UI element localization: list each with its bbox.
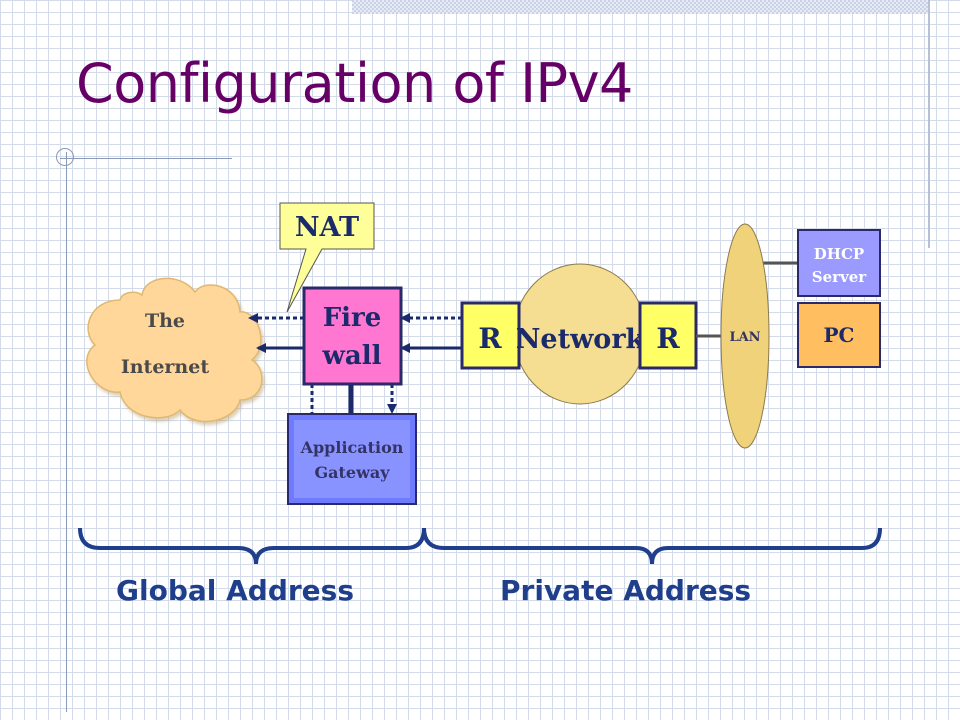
lan-label: LAN: [729, 330, 760, 345]
right-decoration-line: [928, 0, 930, 248]
slide-title: Configuration of IPv4: [76, 52, 633, 115]
pc-label: PC: [824, 323, 855, 347]
private-address-brace: [422, 527, 882, 565]
internet-cloud: [86, 277, 263, 423]
private-address-label: Private Address: [500, 574, 752, 607]
nat-callout: [279, 202, 375, 313]
dhcp-label-line1: DHCP: [814, 245, 864, 263]
frame-line-horizontal: [60, 158, 232, 159]
frame-corner-circle: [56, 148, 74, 166]
lan-segment: [720, 223, 770, 449]
network-label: Network: [516, 324, 646, 355]
router-left-label: R: [478, 322, 502, 355]
router-right-label: R: [656, 322, 680, 355]
internet-label-line1: The: [145, 310, 185, 332]
frame-line-vertical: [66, 152, 67, 712]
gateway-label-line2: Gateway: [314, 463, 390, 482]
firewall-label-line1: Fire: [323, 303, 382, 333]
internet-label-line2: Internet: [121, 356, 209, 378]
nat-label: NAT: [295, 212, 359, 243]
firewall-label-line2: wall: [322, 341, 382, 371]
router-right-box: [638, 301, 698, 370]
pc-box: [797, 302, 881, 368]
global-address-label: Global Address: [116, 574, 354, 607]
router-left-box: [460, 301, 521, 370]
application-gateway-box: [287, 413, 417, 505]
firewall-box: [302, 286, 403, 386]
top-decoration-bar: [352, 0, 930, 14]
global-address-brace: [78, 527, 426, 565]
dhcp-label-line2: Server: [812, 268, 868, 286]
dhcp-server-box: [797, 229, 881, 297]
gateway-label-line1: Application: [300, 438, 404, 457]
